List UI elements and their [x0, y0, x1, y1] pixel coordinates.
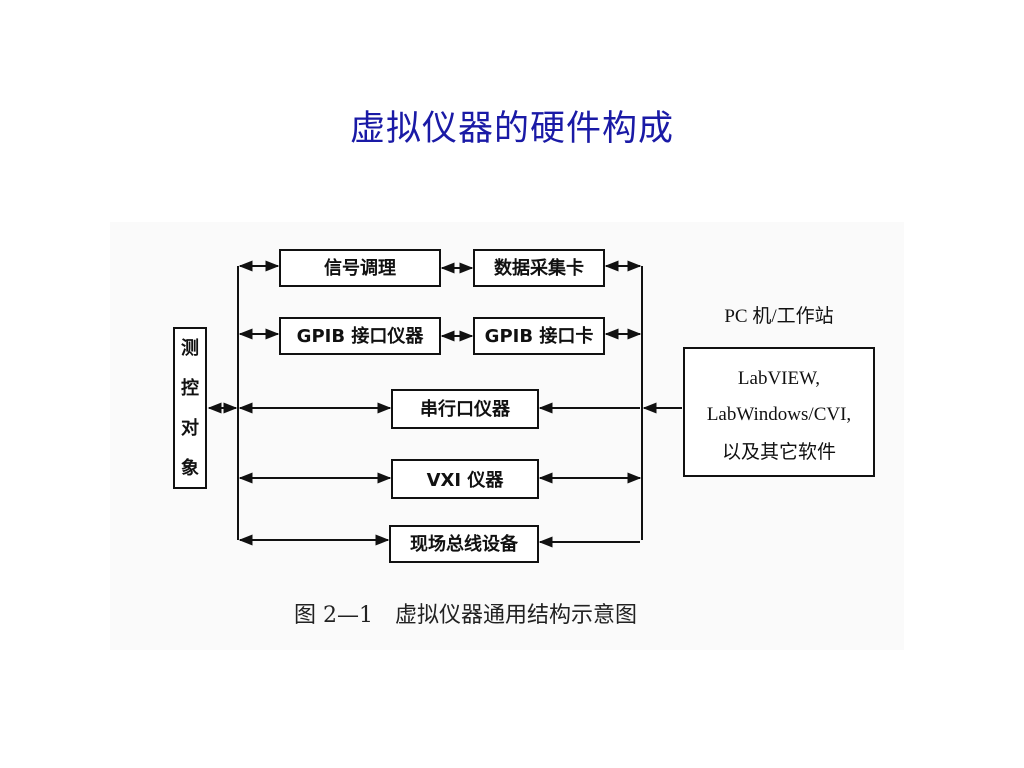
target-object-box [173, 327, 207, 489]
figure-caption: 图 2—1 虚拟仪器通用结构示意图 [294, 603, 637, 628]
slide-title: 虚拟仪器的硬件构成 [349, 109, 674, 149]
pc-software-line-3: 以及其它软件 [722, 441, 836, 463]
signal-conditioning-box [279, 249, 441, 287]
daq-card-label: 数据采集卡 [494, 257, 584, 279]
gpib-instrument-box [279, 317, 441, 355]
pc-software-line-2: LabWindows/CVI, [707, 404, 851, 425]
vxi-instrument-label: VXI 仪器 [427, 470, 505, 491]
target-object-char-2: 控 [181, 377, 199, 399]
gpib-card-box [473, 317, 605, 355]
vxi-instrument-box [391, 459, 539, 499]
pc-software-line-1: LabVIEW, [738, 368, 820, 389]
fieldbus-device-box [389, 525, 539, 563]
serial-instrument-label: 串行口仪器 [420, 398, 511, 420]
signal-conditioning-label: 信号调理 [324, 257, 396, 279]
target-object-char-3: 对 [181, 417, 199, 439]
diagram-canvas: 测 控 对 象 信号调理 数据采集卡 GPIB 接口仪器 GPIB 接口卡 串行… [173, 249, 875, 628]
target-object-char-4: 象 [181, 457, 199, 479]
serial-instrument-box [391, 389, 539, 429]
architecture-diagram: 测 控 对 象 信号调理 数据采集卡 GPIB 接口仪器 GPIB 接口卡 串行… [110, 222, 904, 650]
pc-software-box [683, 347, 875, 477]
gpib-instrument-label: GPIB 接口仪器 [297, 325, 425, 347]
fieldbus-device-label: 现场总线设备 [410, 533, 519, 555]
gpib-card-label: GPIB 接口卡 [485, 325, 594, 347]
target-object-char-1: 测 [181, 337, 199, 359]
daq-card-box [473, 249, 605, 287]
pc-workstation-label: PC 机/工作站 [724, 305, 833, 327]
